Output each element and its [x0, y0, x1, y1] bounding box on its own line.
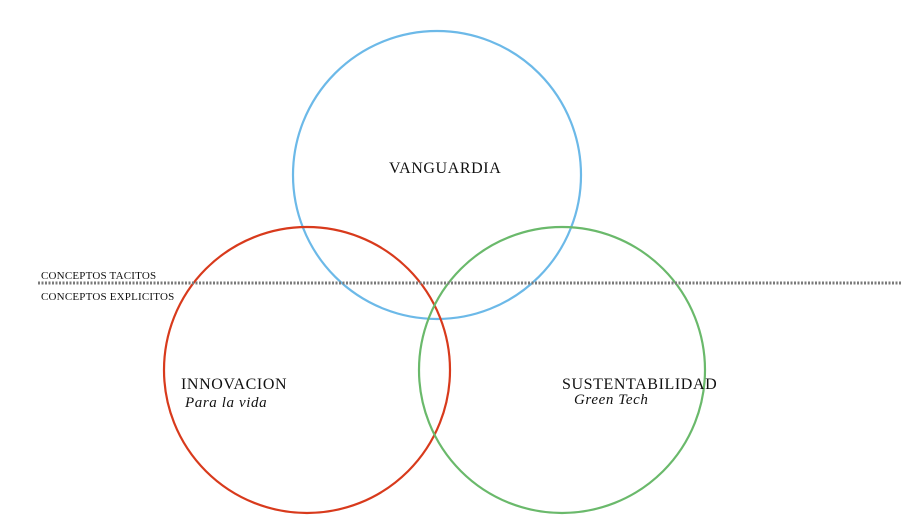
label-conceptos-tacitos: CONCEPTOS TACITOS	[41, 270, 156, 282]
circle-vanguardia	[291, 29, 583, 321]
label-conceptos-explicitos: CONCEPTOS EXPLICITOS	[41, 291, 174, 303]
label-para-la-vida: Para la vida	[184, 395, 267, 411]
label-sustentabilidad: SUSTENTABILIDAD	[562, 376, 717, 393]
circle-innovacion	[162, 225, 452, 515]
label-vanguardia: VANGUARDIA	[389, 160, 501, 177]
label-innovacion: INNOVACION	[181, 376, 287, 393]
label-green-tech: Green Tech	[574, 392, 648, 408]
circle-sustentabilidad	[417, 225, 707, 515]
